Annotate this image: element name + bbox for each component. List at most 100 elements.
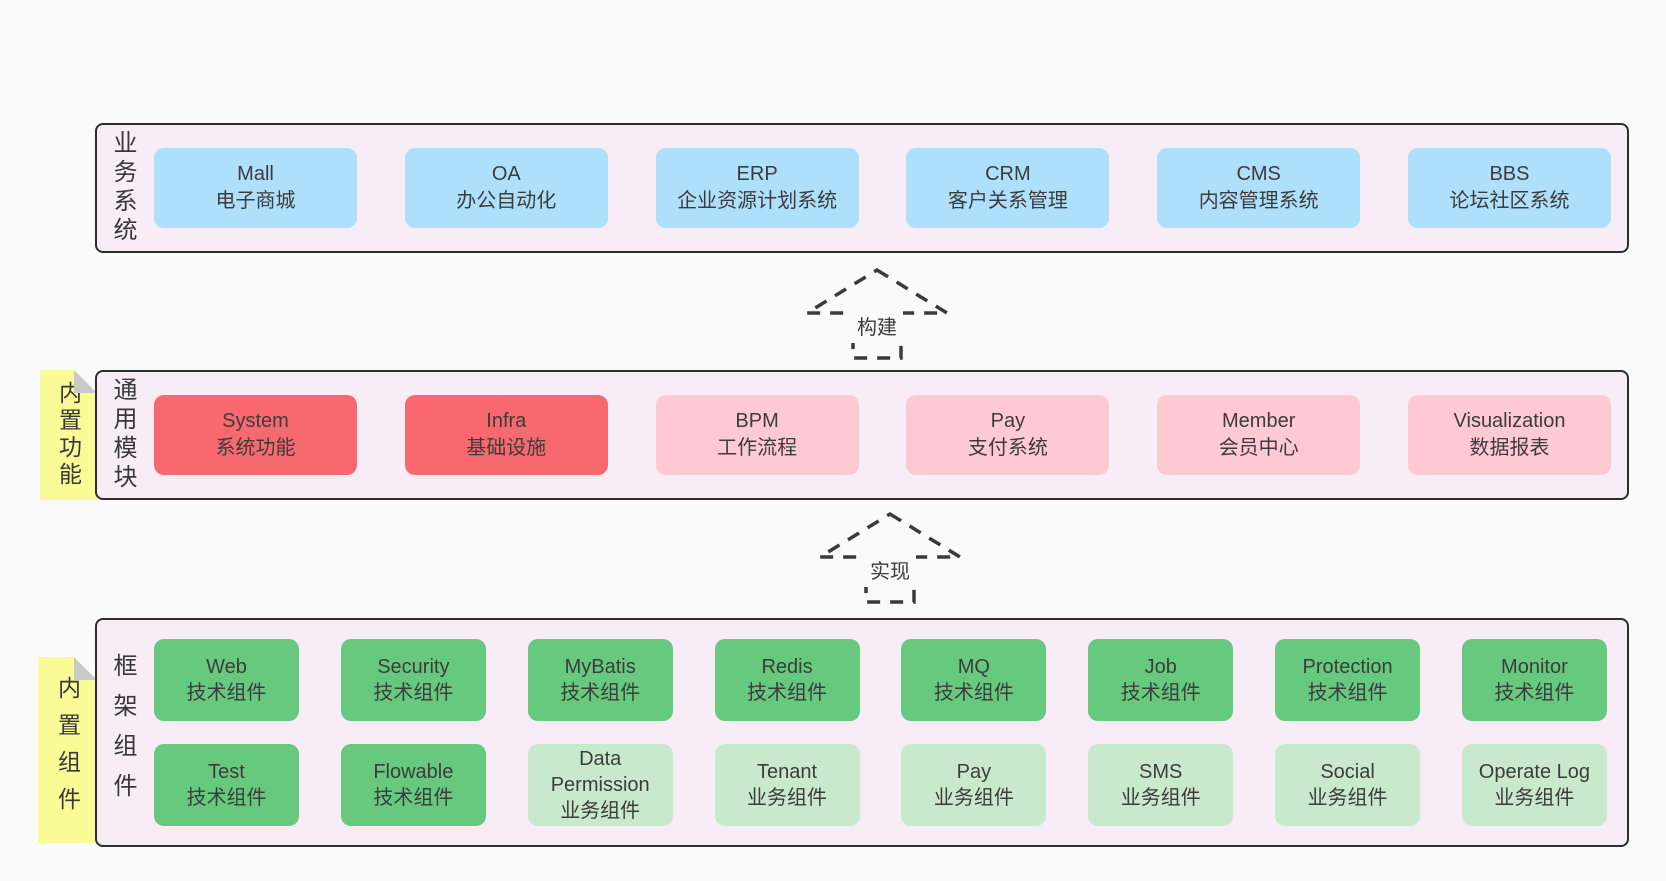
box-cms: CMS 内容管理系统: [1157, 148, 1361, 228]
box-name: OA: [491, 162, 521, 185]
box-desc: 论坛社区系统: [1449, 190, 1570, 212]
band-common-modules: 通用模块 System 系统功能 Infra 基础设施 BPM 工作流程 Pay…: [95, 370, 1629, 500]
box-test: Test 技术组件: [154, 744, 299, 826]
box-name: Redis: [761, 656, 813, 678]
box-name: System: [222, 409, 289, 432]
box-name: MyBatis: [564, 656, 636, 678]
box-desc: 技术组件: [373, 787, 454, 809]
box-job: Job 技术组件: [1088, 639, 1234, 721]
box-desc: 企业资源计划系统: [677, 190, 838, 212]
box-desc: 业务组件: [560, 800, 641, 822]
box-desc: 电子商城: [215, 190, 296, 212]
box-member: Member 会员中心: [1157, 395, 1361, 475]
box-sms: SMS 业务组件: [1088, 744, 1234, 826]
box-name: Test: [208, 761, 245, 783]
box-desc: 办公自动化: [456, 190, 557, 212]
box-protection: Protection 技术组件: [1275, 639, 1421, 721]
box-desc: 业务组件: [1307, 787, 1388, 809]
box-erp: ERP 企业资源计划系统: [655, 148, 859, 228]
framework-components-boxes: Web 技术组件 Security 技术组件 MyBatis 技术组件 Redi…: [140, 639, 1627, 826]
box-desc: 系统功能: [215, 437, 296, 459]
box-redis: Redis 技术组件: [714, 639, 860, 721]
box-desc: 客户关系管理: [947, 190, 1068, 212]
box-desc: 数据报表: [1469, 437, 1550, 459]
box-name: Job: [1144, 656, 1177, 678]
box-desc: 支付系统: [967, 437, 1048, 459]
box-desc: 技术组件: [373, 682, 454, 704]
box-name: Operate Log: [1478, 761, 1590, 783]
box-data-permission: Data Permission 业务组件: [527, 744, 673, 826]
band-label: 通用模块: [109, 377, 136, 493]
box-operate-log: Operate Log 业务组件: [1461, 744, 1607, 826]
box-desc: 技术组件: [933, 682, 1014, 704]
box-desc: 工作流程: [717, 437, 798, 459]
band-business-systems: 业务系统 Mall 电子商城 OA 办公自动化 ERP 企业资源计划系统 CRM…: [95, 123, 1629, 253]
box-social: Social 业务组件: [1275, 744, 1421, 826]
box-desc: 技术组件: [186, 682, 267, 704]
box-flowable: Flowable 技术组件: [340, 744, 486, 826]
box-desc: 技术组件: [747, 682, 828, 704]
arrow-implement: 实现: [815, 510, 965, 605]
box-name: Visualization: [1453, 409, 1566, 432]
box-name: Pay: [990, 409, 1026, 432]
box-name: Monitor: [1501, 656, 1568, 678]
box-desc: 技术组件: [1307, 682, 1388, 704]
box-infra: Infra 基础设施: [404, 395, 608, 475]
box-tenant: Tenant 业务组件: [714, 744, 860, 826]
box-name: BBS: [1489, 162, 1530, 185]
box-name: CRM: [985, 162, 1031, 185]
box-security: Security 技术组件: [340, 639, 486, 721]
dashed-up-arrow-icon: [802, 267, 952, 360]
box-pay: Pay 业务组件: [901, 744, 1047, 826]
box-system: System 系统功能: [154, 395, 357, 475]
band-framework-components: 框架组件 Web 技术组件 Security 技术组件 MyBatis 技术组件…: [95, 618, 1629, 847]
framework-components-row-2: Test 技术组件 Flowable 技术组件 Data Permission …: [154, 744, 1607, 826]
box-desc: 技术组件: [1494, 682, 1575, 704]
sticky-note-label: 内置功能: [55, 381, 82, 489]
box-desc: 技术组件: [560, 682, 641, 704]
box-name: Security: [377, 656, 450, 678]
box-name: Member: [1222, 409, 1296, 432]
box-mybatis: MyBatis 技术组件: [527, 639, 673, 721]
band-label: 业务系统: [109, 130, 136, 246]
box-name: ERP: [736, 162, 778, 185]
arrow-build: 构建: [802, 266, 952, 361]
folded-corner-icon: [74, 370, 97, 393]
box-name: Data Permission: [550, 748, 650, 796]
box-name: Pay: [956, 761, 992, 783]
box-mall: Mall 电子商城: [154, 148, 357, 228]
business-systems-boxes: Mall 电子商城 OA 办公自动化 ERP 企业资源计划系统 CRM 客户关系…: [140, 148, 1627, 228]
box-name: Social: [1320, 761, 1375, 783]
box-mq: MQ 技术组件: [901, 639, 1047, 721]
dashed-up-arrow-icon: [815, 511, 965, 604]
box-oa: OA 办公自动化: [404, 148, 608, 228]
box-name: CMS: [1236, 162, 1281, 185]
folded-corner-icon: [74, 657, 97, 680]
box-bbs: BBS 论坛社区系统: [1407, 148, 1611, 228]
arrow-label: 构建: [851, 308, 903, 343]
box-name: BPM: [735, 409, 779, 432]
box-name: MQ: [957, 656, 990, 678]
box-desc: 内容管理系统: [1198, 190, 1319, 212]
box-visualization: Visualization 数据报表: [1407, 395, 1611, 475]
sticky-note-built-in-components: 内置组件: [38, 657, 97, 843]
sticky-note-built-in-features: 内置功能: [40, 370, 97, 500]
box-name: Mall: [237, 162, 274, 185]
sticky-note-label: 内置组件: [54, 676, 81, 824]
box-crm: CRM 客户关系管理: [906, 148, 1110, 228]
box-desc: 技术组件: [1120, 682, 1201, 704]
box-desc: 业务组件: [1120, 787, 1201, 809]
box-desc: 业务组件: [747, 787, 828, 809]
box-name: Infra: [486, 409, 527, 432]
box-name: Flowable: [373, 761, 454, 783]
band-label: 框架组件: [109, 652, 136, 813]
framework-components-row-1: Web 技术组件 Security 技术组件 MyBatis 技术组件 Redi…: [154, 639, 1607, 721]
arrow-label: 实现: [864, 552, 916, 587]
box-desc: 会员中心: [1218, 437, 1299, 459]
common-modules-boxes: System 系统功能 Infra 基础设施 BPM 工作流程 Pay 支付系统…: [140, 395, 1627, 475]
box-desc: 业务组件: [1494, 787, 1575, 809]
box-name: Tenant: [757, 761, 818, 783]
box-desc: 基础设施: [466, 437, 547, 459]
box-pay: Pay 支付系统: [906, 395, 1110, 475]
